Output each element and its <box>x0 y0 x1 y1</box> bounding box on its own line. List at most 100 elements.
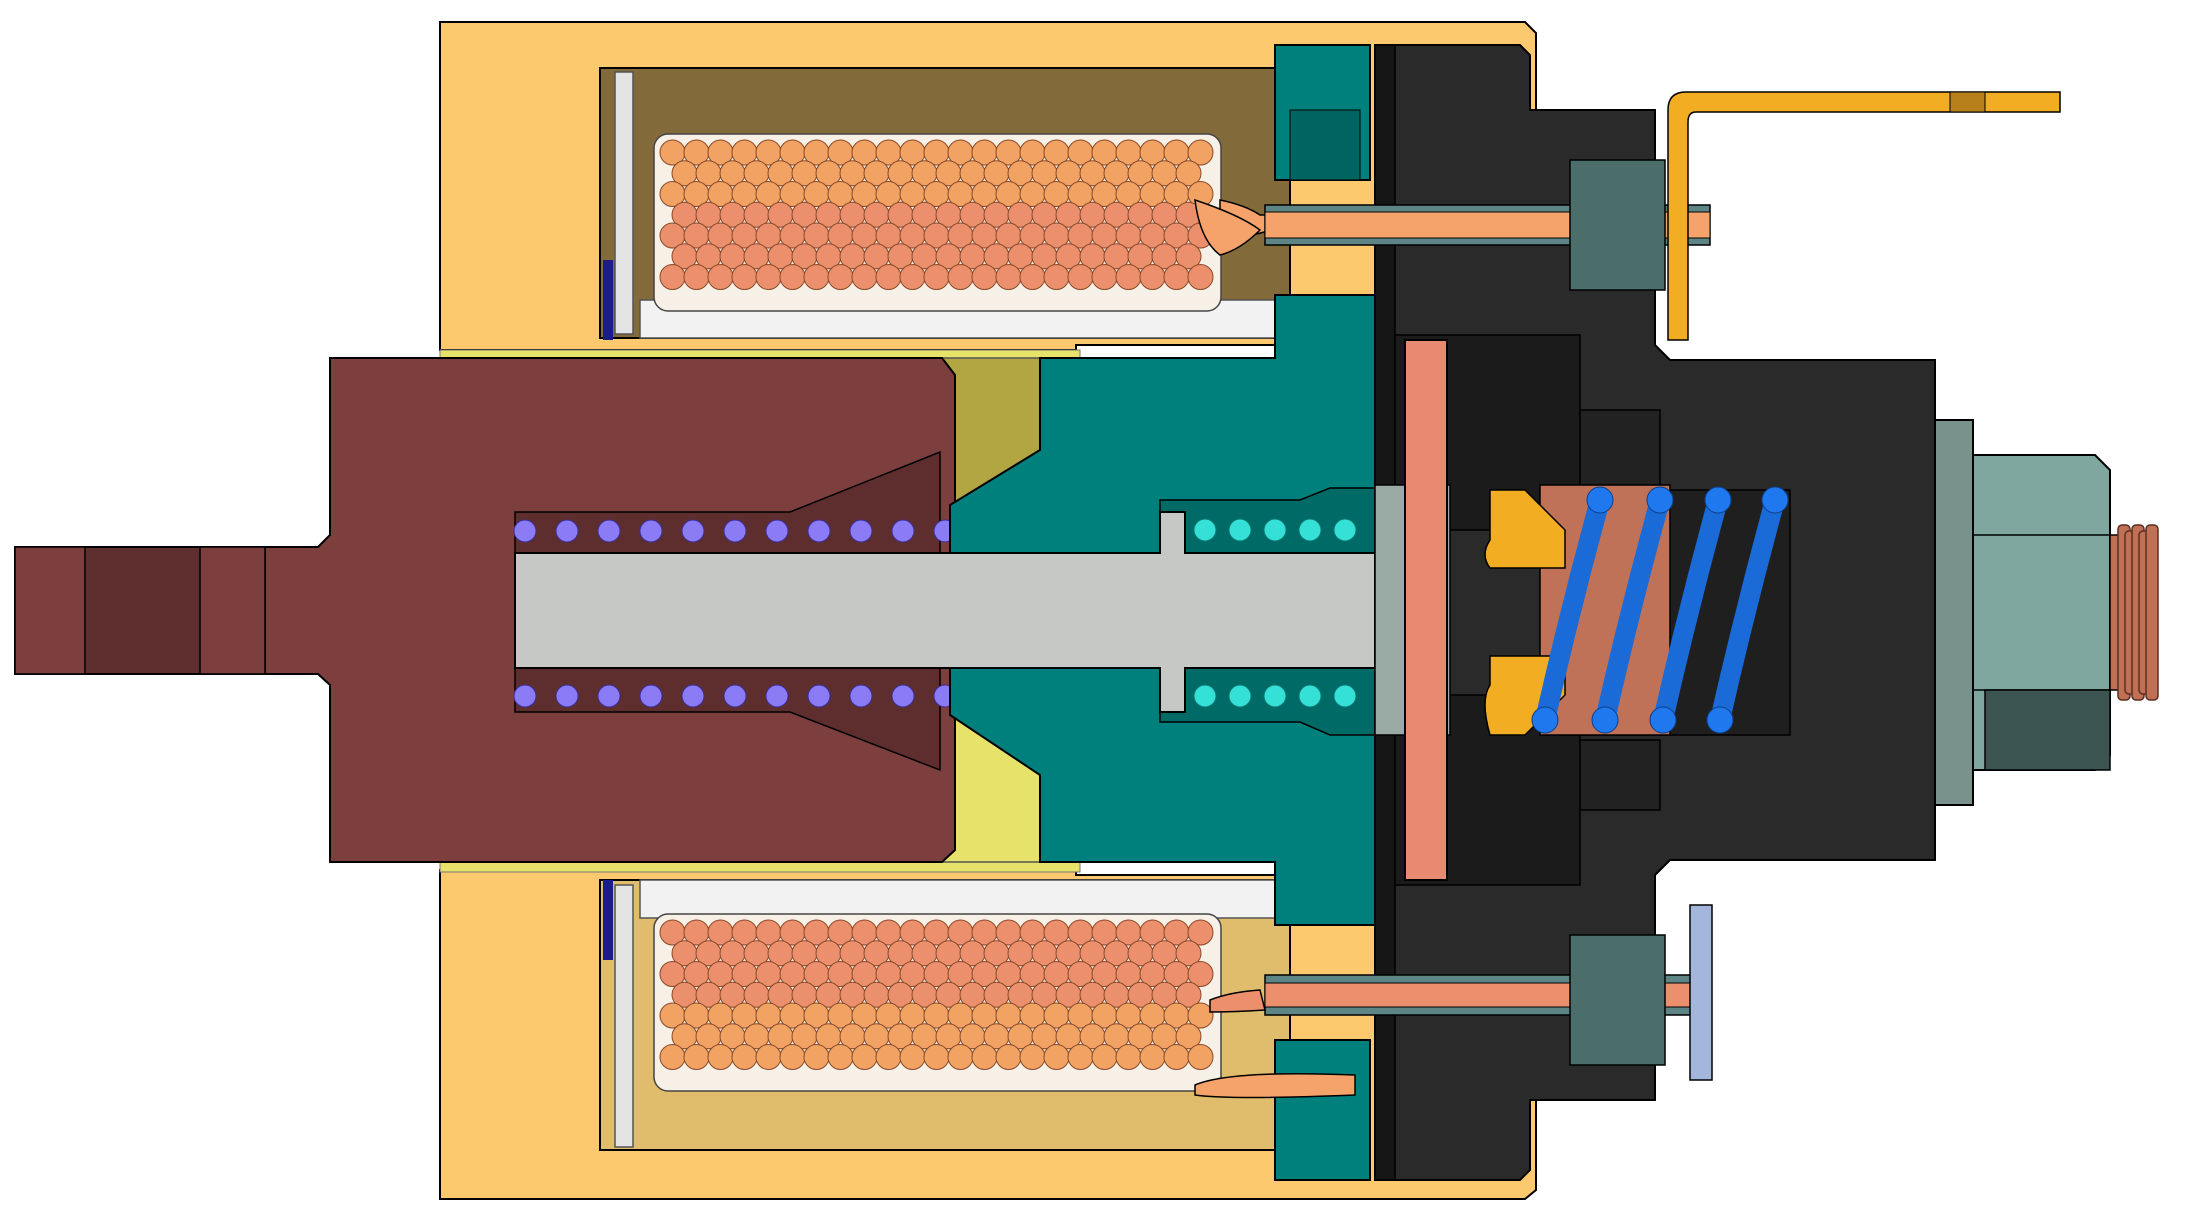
spring-coil-bottom <box>639 684 663 708</box>
coil-wire-turn <box>899 264 926 290</box>
spring-coil-top <box>597 519 621 543</box>
spring-coil-top <box>1263 518 1287 542</box>
coil-winding-lower <box>653 913 1222 1092</box>
coil-wire-turn <box>1019 264 1046 290</box>
contact-disc <box>1404 339 1448 881</box>
spring-coil-bottom <box>555 684 579 708</box>
spring-coil-turn <box>1595 490 1670 730</box>
spring-coil-bottom <box>1531 706 1559 734</box>
spring-coil-top <box>849 519 873 543</box>
coil-wire-turn <box>1115 264 1142 290</box>
coil-wire-turn <box>899 1044 926 1070</box>
terminal-nut-shade <box>1984 689 2111 771</box>
spring-coil-bottom <box>513 684 537 708</box>
spring-coil-top <box>807 519 831 543</box>
spring-coil-top <box>765 519 789 543</box>
spring-coil-bottom <box>1706 706 1734 734</box>
spring-coil-top <box>1298 518 1322 542</box>
coil-wire-turn <box>995 264 1022 290</box>
bobbin-flange-lower <box>614 884 634 1148</box>
spring-coil-bottom <box>1193 684 1217 708</box>
coil-wire-turn <box>851 264 878 290</box>
coil-wire-turn <box>1175 160 1202 187</box>
spring-coil-bottom <box>807 684 831 708</box>
coil-wire-turn <box>1019 1044 1046 1070</box>
coil-wire-turn <box>779 264 806 290</box>
coil-wire-turn <box>1187 264 1214 290</box>
coil-wire-turn <box>731 264 758 290</box>
coil-wire-turn <box>1175 981 1202 1008</box>
spring-coil-top <box>1646 486 1674 514</box>
coil-wire-turn <box>875 264 902 290</box>
insulator-sleeve-lower <box>1569 934 1666 1066</box>
coil-wire-turn <box>1163 1044 1190 1070</box>
coil-wire-turn <box>659 264 686 290</box>
coil-wire-turn <box>1187 961 1214 987</box>
end-cap-step-upper <box>1579 409 1661 491</box>
thread-ridge <box>2145 524 2159 701</box>
coil-wire-turn <box>1139 1044 1166 1070</box>
coil-wire-turn <box>947 1044 974 1070</box>
coil-wire-turn <box>1067 264 1094 290</box>
coil-wire-turn <box>1187 1002 1214 1029</box>
coil-wire-turn <box>1139 264 1166 290</box>
spring-coil-top <box>513 519 537 543</box>
plunger-tip-end <box>199 546 266 675</box>
coil-wire-turn <box>827 1044 854 1070</box>
coil-winding-upper <box>653 133 1222 312</box>
lead-loop-lower <box>1194 1073 1356 1099</box>
terminal-washer <box>1934 419 1974 806</box>
plunger-spring <box>513 519 999 708</box>
coil-wire-turn <box>971 1044 998 1070</box>
coil-wire-turn <box>659 1044 686 1070</box>
spring-coil-turn <box>1710 490 1785 730</box>
coil-wire-turn <box>923 1044 950 1070</box>
coil-wire-turn <box>1175 243 1202 270</box>
contact-retainer-upper <box>1484 489 1566 569</box>
contact-spring <box>1531 486 1789 734</box>
coil-wire-turn <box>731 1044 758 1070</box>
bobbin-flange-upper <box>614 71 634 335</box>
coil-wire-turn <box>1091 264 1118 290</box>
coil-wire-turn <box>1175 940 1202 967</box>
spring-coil-top <box>1193 518 1217 542</box>
spring-coil-bottom <box>681 684 705 708</box>
spring-coil-top <box>1228 518 1252 542</box>
coil-wire-turn <box>827 264 854 290</box>
stop-flange-lower <box>1274 1039 1371 1181</box>
terminal-tab-upper <box>1667 91 2061 341</box>
spring-coil-bottom <box>891 684 915 708</box>
bobbin-tube-lower <box>639 879 1291 919</box>
terminal-tab-notch <box>1949 91 1986 113</box>
coil-wire-turn <box>995 1044 1022 1070</box>
coil-wire-turn <box>923 264 950 290</box>
spring-coil-turn <box>1535 490 1610 730</box>
liner-strip-lower <box>439 861 1081 873</box>
coil-wire-turn <box>947 264 974 290</box>
spring-coil-top <box>1761 486 1789 514</box>
end-cap-step-lower <box>1579 739 1661 811</box>
spring-coil-bottom <box>1263 684 1287 708</box>
coil-wire-turn <box>1175 1023 1202 1050</box>
coil-wire-turn <box>875 1044 902 1070</box>
spring-coil-top <box>723 519 747 543</box>
spring-coil-bottom <box>849 684 873 708</box>
bobbin-blue-strip-upper <box>603 260 613 340</box>
lead-wires <box>1194 91 2061 1099</box>
terminal-tab-lower <box>1689 904 1713 1081</box>
coil-wire-turn <box>803 1044 830 1070</box>
coil-wire-turn <box>683 264 710 290</box>
spring-coil-bottom <box>597 684 621 708</box>
coil-wire-turn <box>1163 264 1190 290</box>
spring-coil-top <box>891 519 915 543</box>
spring-coil-top <box>639 519 663 543</box>
coil-wire-turn <box>1043 264 1070 290</box>
spring-coil-bottom <box>1591 706 1619 734</box>
coil-wire-turn <box>1187 139 1214 166</box>
lead-hook-lower <box>1209 989 1266 1013</box>
pole-liner <box>439 349 1081 873</box>
lead-loop-upper <box>1194 198 1262 256</box>
spring-coil-top <box>555 519 579 543</box>
